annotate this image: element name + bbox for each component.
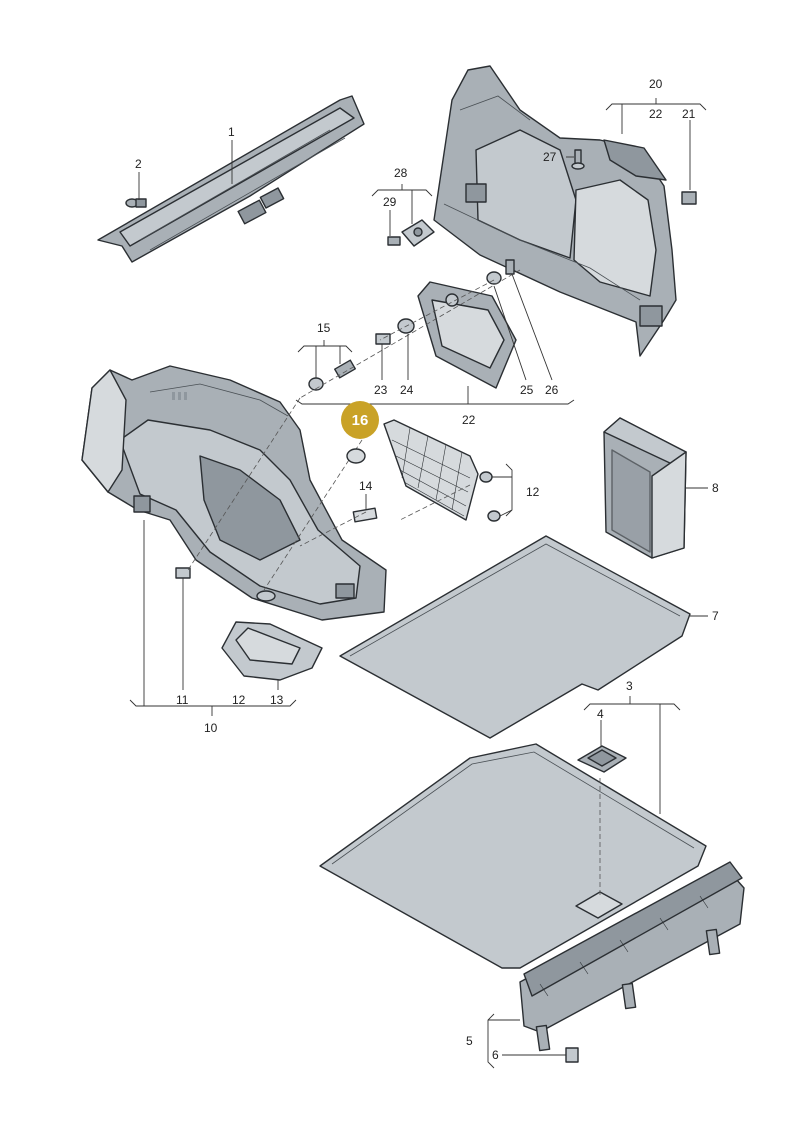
label-14: 14 [359, 479, 373, 493]
cargo-net-part [383, 419, 479, 521]
screw-part-27 [571, 149, 585, 170]
clip-part-21 [681, 191, 697, 205]
label-13: 13 [270, 693, 284, 707]
label-12-right: 12 [526, 485, 540, 499]
label-24: 24 [400, 383, 414, 397]
label-20: 20 [649, 77, 663, 91]
label-22-top: 22 [649, 107, 663, 121]
floor-panel-part [319, 743, 707, 969]
label-3: 3 [626, 679, 633, 693]
label-15: 15 [317, 321, 331, 335]
storage-box-part [603, 417, 687, 559]
handle-part [577, 745, 627, 773]
clip-part-6 [565, 1047, 579, 1063]
hook-part-12b [487, 510, 501, 522]
cover-frame-part [417, 281, 517, 389]
label-22-mid: 22 [462, 413, 476, 427]
label-29: 29 [383, 195, 397, 209]
label-7: 7 [712, 609, 719, 623]
label-26: 26 [545, 383, 559, 397]
label-12-left: 12 [232, 693, 246, 707]
label-5: 5 [466, 1034, 473, 1048]
label-10: 10 [204, 721, 218, 735]
label-11: 11 [176, 693, 189, 707]
label-8: 8 [712, 481, 719, 495]
label-21: 21 [682, 107, 696, 121]
callout-labels: 1 2 20 22 21 27 28 29 15 23 24 25 26 22 … [135, 77, 719, 1062]
floor-mat-part [339, 535, 691, 739]
assembly-lines [187, 269, 601, 898]
clip-part-14 [352, 507, 378, 523]
clip-part-23 [375, 333, 391, 345]
left-side-trim-part [81, 365, 387, 621]
label-4: 4 [597, 707, 604, 721]
label-2: 2 [135, 157, 142, 171]
right-side-trim-part [433, 65, 677, 357]
sill-trim-part [97, 95, 365, 263]
label-6: 6 [492, 1048, 499, 1062]
highlighted-part-16[interactable]: 16 [341, 401, 379, 464]
highlight-badge-label: 16 [352, 412, 369, 429]
label-27: 27 [543, 150, 557, 164]
leader-lines [129, 98, 708, 1069]
label-28: 28 [394, 166, 408, 180]
label-23: 23 [374, 383, 388, 397]
label-1: 1 [228, 125, 235, 139]
hook-part-12a [479, 471, 493, 483]
clip-part-26 [505, 259, 515, 275]
screw-part [125, 198, 147, 208]
storage-tray-part [221, 621, 323, 681]
load-sill-part [519, 861, 745, 1052]
highlight-badge[interactable] [341, 401, 379, 439]
screw-bracket-part-28-29 [387, 219, 435, 247]
clip-part-25 [486, 271, 502, 285]
label-25: 25 [520, 383, 534, 397]
